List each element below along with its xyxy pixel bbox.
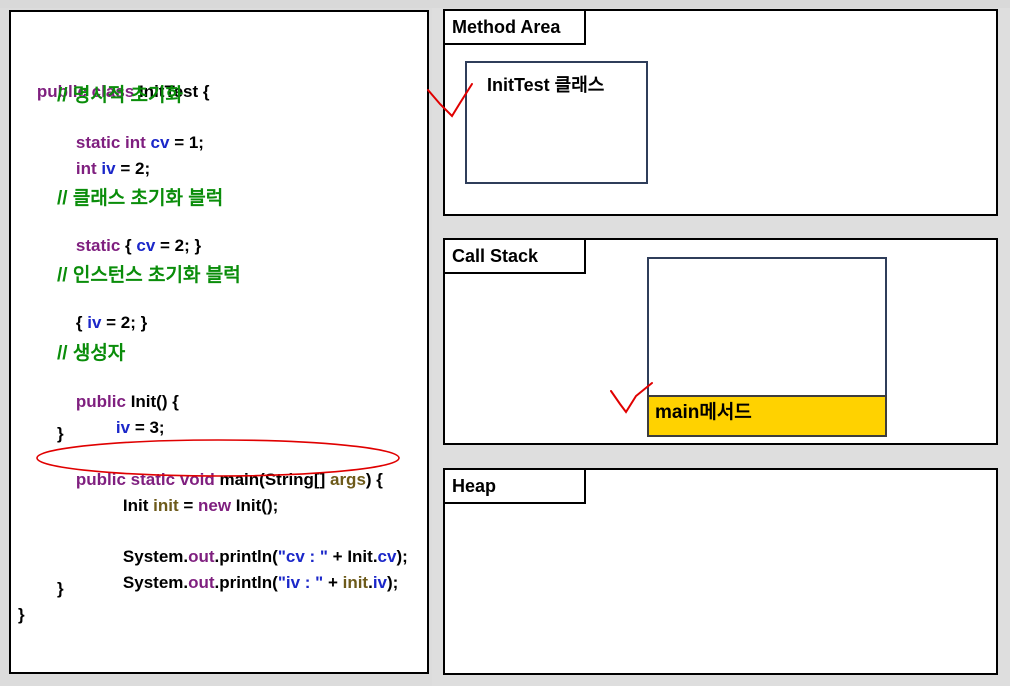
call-stack-panel: Call Stack main메서드 [443,238,998,445]
string-literal: "iv : " [277,573,324,592]
code-line-print-iv: System.out.println("iv : " + init.iv); [104,553,398,613]
variable: cv [150,133,170,152]
code-line-close-main: } [57,579,64,598]
code-line-constructor: public Init() { [57,372,179,432]
method-area-title: Method Area [443,9,586,45]
code-text: .println( [214,573,278,592]
comment-constructor: // 생성자 [57,343,126,364]
code-text: = 1; [169,133,204,152]
code-text: + Init. [327,547,378,566]
keyword: static [75,236,121,255]
method-area-panel: Method Area InitTest 클래스 [443,9,998,216]
code-text: { [75,313,88,332]
keyword: public class [36,82,135,101]
heap-title: Heap [443,468,586,504]
comment-explicit-init: // 명시적 초기화 [57,85,183,106]
code-text: ); [387,573,399,592]
object-ref: args [329,470,366,489]
keyword: static int [75,133,146,152]
variable: iv [372,573,388,592]
code-panel: public class InitTest { // 명시적 초기화 stati… [9,10,429,674]
code-text: = [178,496,198,515]
comment-instance-init-block: // 인스턴스 초기화 블럭 [57,265,241,286]
keyword: int [75,159,97,178]
code-text: .println( [214,547,278,566]
comment-class-init-block: // 클래스 초기화 블럭 [57,188,224,209]
code-line-instance-block: { iv = 2; } [57,293,147,353]
code-line-close-brace: } [57,424,64,443]
code-text: Init [122,496,154,515]
code-text: { [120,236,137,255]
code-text: ); [396,547,408,566]
code-line-class-decl: public class InitTest { [18,62,210,122]
code-line-static-cv: static int cv = 1; [57,113,204,173]
keyword: out [188,547,215,566]
code-text: = 2; } [155,236,202,255]
stack-frame-main: main메서드 [647,395,887,437]
code-text: . [368,573,373,592]
code-text: System. [122,547,189,566]
string-literal: "cv : " [277,547,328,566]
code-text: + [323,573,343,592]
code-line-static-block: static { cv = 2; } [57,216,201,276]
code-line-iv-assign: iv = 3; [97,398,165,458]
code-line-close-class: } [18,605,25,624]
code-text: = 2; [115,159,151,178]
call-stack-title: Call Stack [443,238,586,274]
code-text: Init(); [231,496,279,515]
keyword: new [198,496,232,515]
object-ref: init [153,496,179,515]
top-strip [0,0,1010,8]
code-text: ) { [365,470,383,489]
keyword: public [75,392,126,411]
class-box-label: InitTest 클래스 [487,75,605,95]
code-line-new-init: Init init = new Init(); [104,476,278,536]
class-box-inittest: InitTest 클래스 [465,61,648,184]
variable: iv [101,159,116,178]
keyword: out [188,573,215,592]
code-text: System. [122,573,189,592]
code-line-print-cv: System.out.println("cv : " + Init.cv); [104,527,408,587]
variable: iv [87,313,102,332]
object-ref: init [342,573,369,592]
variable: iv [115,418,131,437]
heap-panel: Heap [443,468,998,675]
code-line-int-iv: int iv = 2; [57,139,150,199]
code-text: = 2; } [101,313,148,332]
variable: cv [136,236,156,255]
variable: cv [377,547,397,566]
code-text: InitTest { [134,82,210,101]
code-text: Init() { [125,392,179,411]
code-text: = 3; [130,418,165,437]
